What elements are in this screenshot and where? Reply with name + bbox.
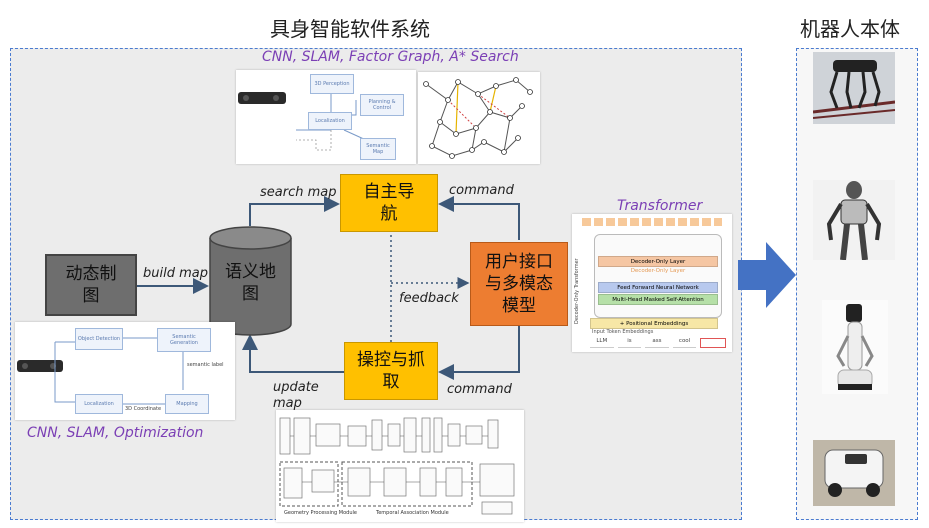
update-map-label: update map — [273, 380, 319, 411]
temporal-module-caption: Temporal Association Module — [376, 510, 449, 516]
token-cool: cool — [672, 338, 697, 348]
user-interface-box: 用户接口 与多模态 模型 — [470, 242, 568, 326]
map-node-semantic-generation: Semantic Generation — [157, 328, 211, 352]
output-arrow-icon — [738, 242, 796, 308]
decoder-layer-2: Decoder-Only Layer — [630, 267, 686, 274]
semantic-map-label: 语义地 图 — [225, 262, 276, 304]
semantic-label-text: semantic label — [187, 362, 224, 368]
token-next — [700, 338, 726, 348]
output-tokens — [582, 218, 722, 226]
feed-forward-layer: Feed Forward Neural Network — [598, 282, 718, 293]
mapping-architecture-diagram: Object Detection Semantic Generation Loc… — [15, 322, 235, 420]
dynamic-mapping-label: 动态制 图 — [65, 264, 117, 306]
humanoid-robot-image — [813, 180, 895, 261]
map-node-localization: Localization — [75, 394, 123, 414]
token-is: is — [617, 338, 642, 348]
transformer-side-label: Decoder-Only Transformer — [574, 258, 580, 324]
nav-node-localization: Localization — [308, 112, 352, 130]
dynamic-mapping-box: 动态制 图 — [45, 254, 137, 316]
feedback-label: feedback — [399, 291, 459, 306]
software-system-title: 具身智能软件系统 — [270, 17, 430, 41]
navigation-methods-caption: CNN, SLAM, Factor Graph, A* Search — [262, 49, 519, 65]
attention-layer: Multi-Head Masked Self-Attention — [598, 294, 718, 305]
semantic-map-cylinder: 语义地 图 — [209, 226, 292, 336]
decoder-layer-1: Decoder-Only Layer — [598, 256, 718, 267]
geometry-module-caption: Geometry Processing Module — [284, 510, 357, 516]
command-top-label: command — [449, 183, 514, 198]
nav-node-semantic-map: Semantic Map — [360, 138, 396, 160]
service-robot-image — [822, 300, 888, 394]
nav-node-perception: 3D Perception — [310, 74, 354, 94]
delivery-robot-image — [813, 440, 895, 506]
navigation-box: 自主导 航 — [340, 174, 438, 232]
command-bottom-label: command — [447, 382, 512, 397]
decoder-stack — [594, 234, 722, 318]
input-embeddings-label: Input Token Embeddings — [592, 329, 654, 335]
positional-embeddings: + Positional Embeddings — [590, 318, 718, 329]
coordinate-text: 3D Coordinate — [125, 406, 162, 412]
manipulation-architecture-diagram: Geometry Processing Module Temporal Asso… — [276, 410, 524, 522]
map-node-mapping: Mapping — [165, 394, 209, 414]
map-node-detection: Object Detection — [75, 328, 123, 350]
build-map-label: build map — [143, 266, 208, 281]
token-llm: LLM — [590, 338, 614, 348]
search-map-label: search map — [260, 185, 337, 200]
robot-body-title: 机器人本体 — [800, 17, 900, 41]
nav-node-planning: Planning & Control — [360, 94, 404, 116]
factor-graph-diagram — [418, 72, 540, 164]
transformer-diagram: Decoder-Only Layer Decoder-Only Layer Fe… — [572, 214, 732, 352]
input-tokens: LLM is ass cool — [590, 338, 726, 348]
llm-model-caption: Transformer — [617, 198, 703, 214]
navigation-architecture-diagram: 3D Perception Planning & Control Localiz… — [236, 70, 416, 164]
manipulation-box: 操控与抓 取 — [344, 342, 438, 400]
quadruped-robot-image — [812, 52, 896, 124]
mapping-methods-caption: CNN, SLAM, Optimization — [27, 425, 204, 441]
token-ass: ass — [645, 338, 669, 348]
